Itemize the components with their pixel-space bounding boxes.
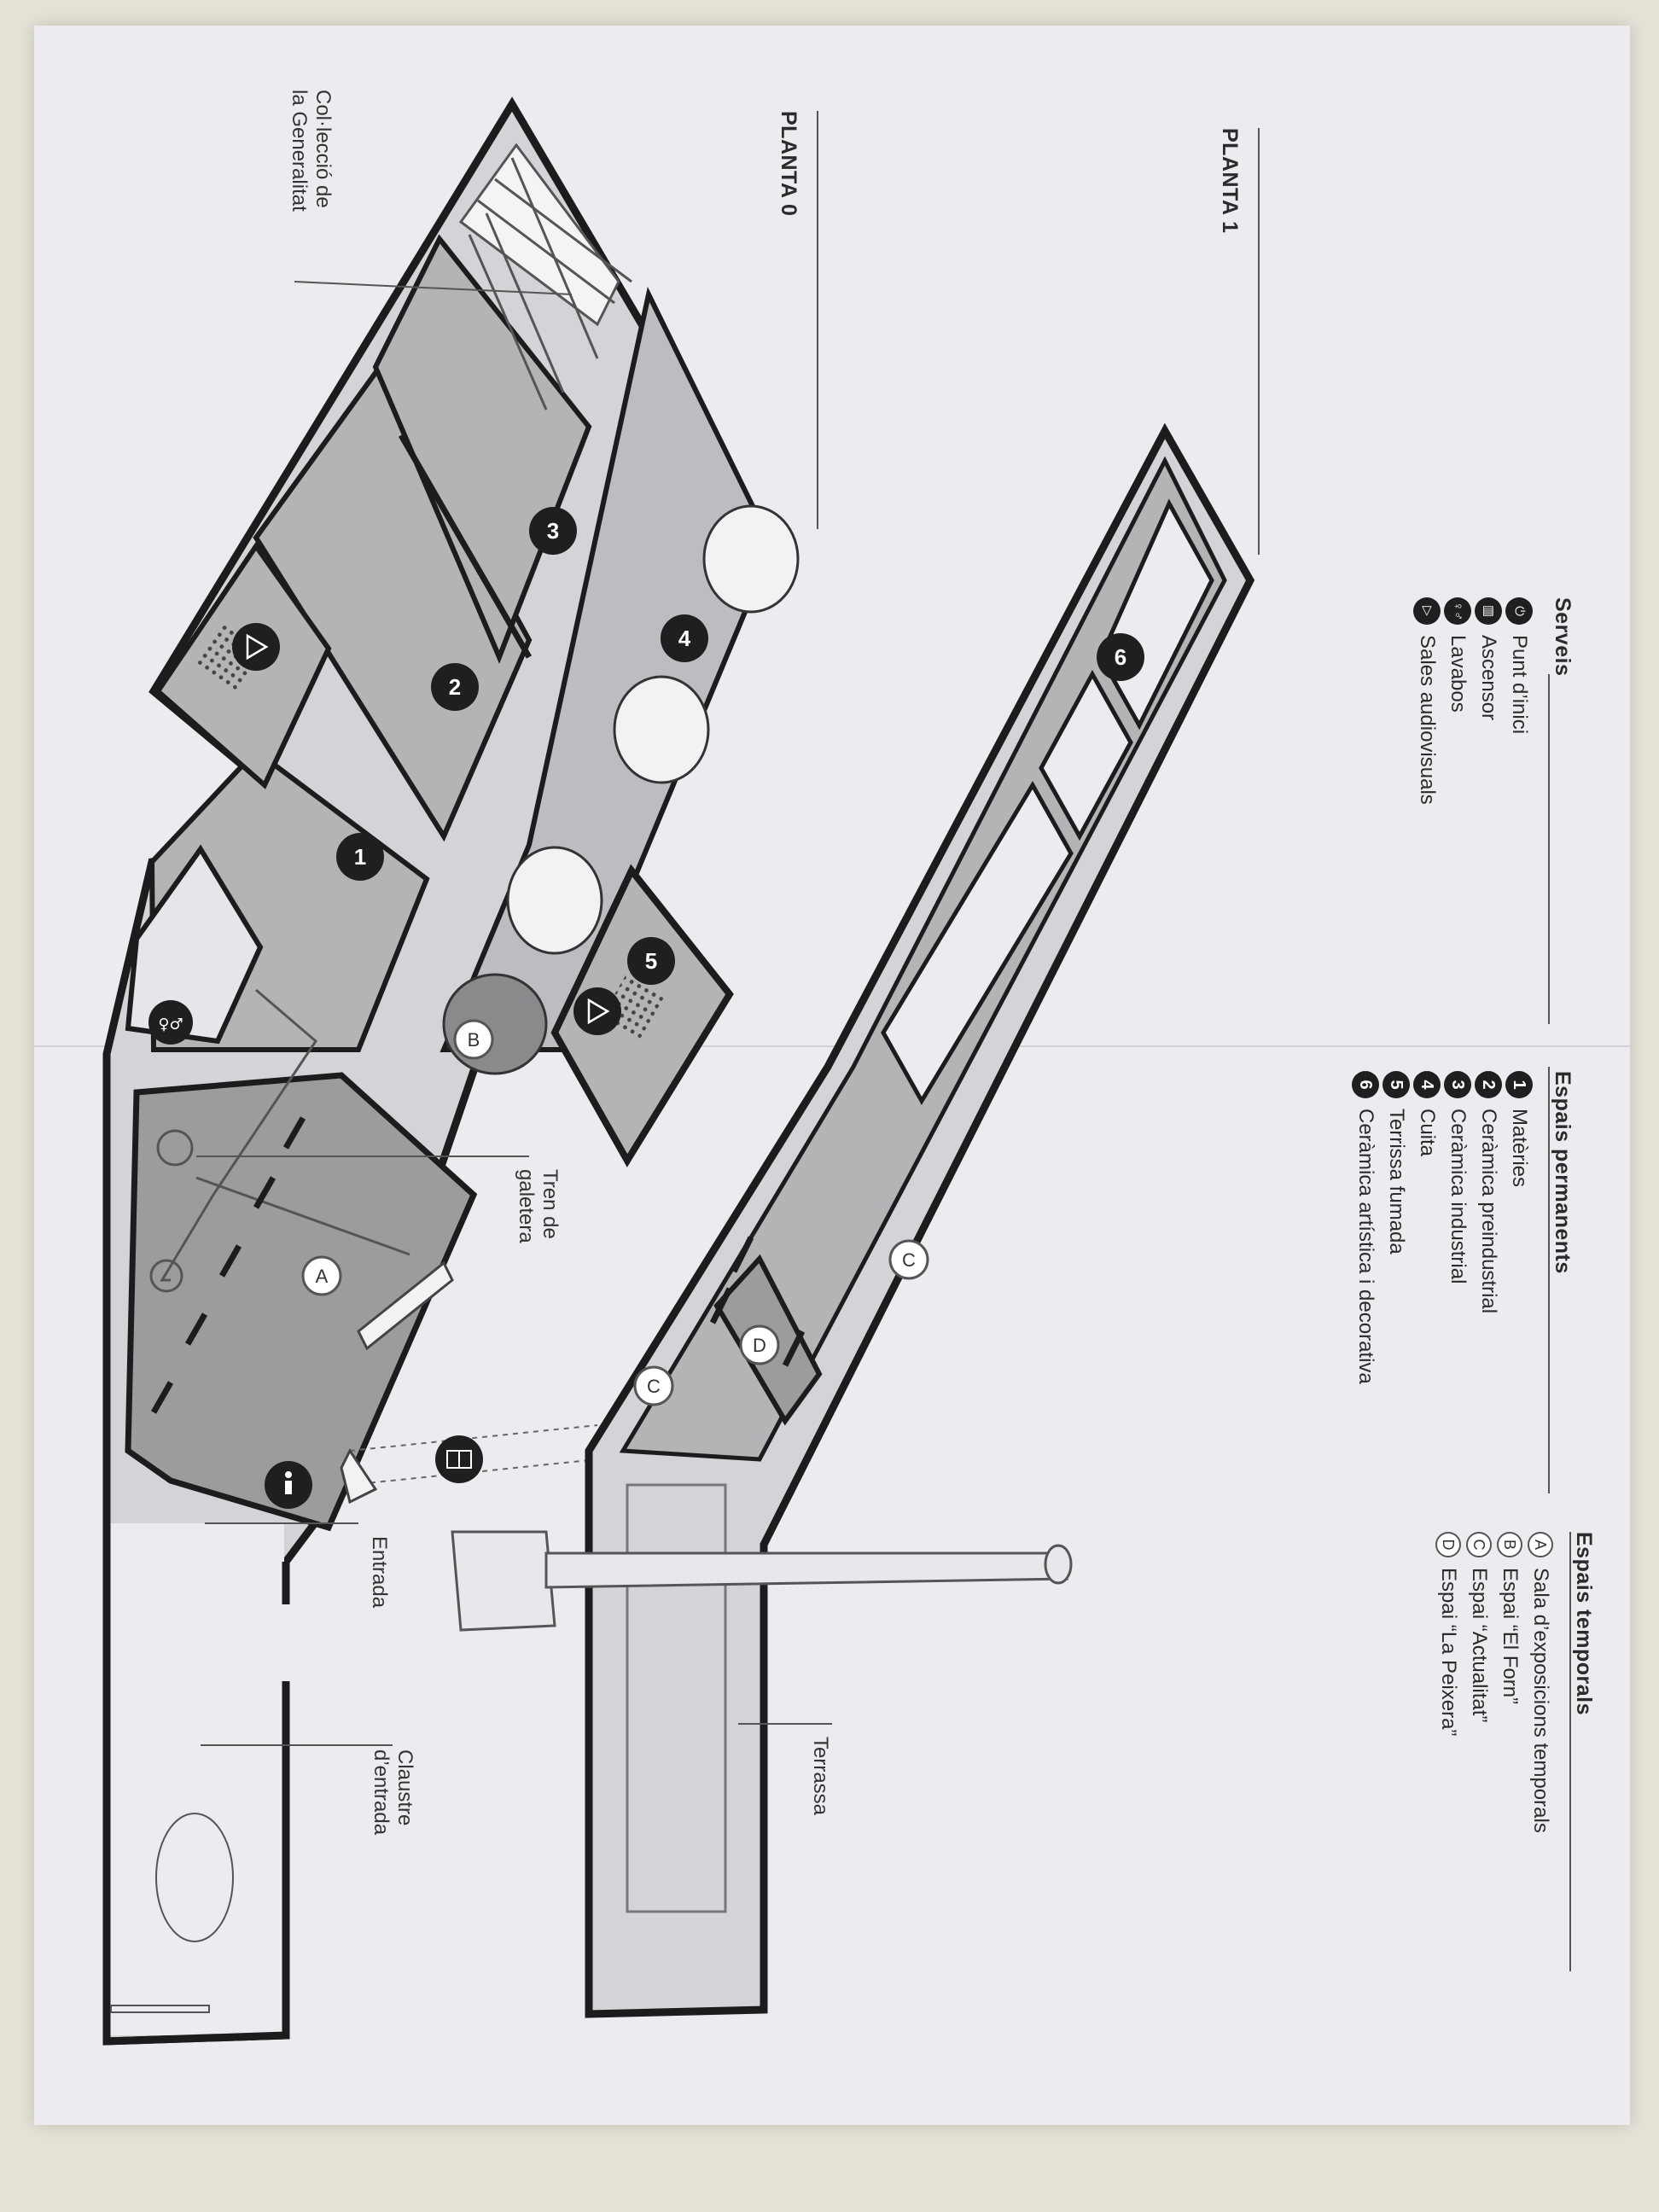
svg-text:3: 3 xyxy=(547,518,559,544)
marker-space-B: B xyxy=(453,1019,494,1060)
floor-0-heading: PLANTA 0 xyxy=(777,111,800,217)
marker-room-2: 2 xyxy=(431,663,479,711)
svg-text:C: C xyxy=(902,1249,916,1271)
floor-1-walls xyxy=(709,1236,806,1367)
legend-elevator: ▥Ascensor xyxy=(1473,597,1504,805)
marker-space-A: A xyxy=(301,1255,342,1296)
marker-space-C-lower: C xyxy=(633,1365,674,1406)
svg-text:1: 1 xyxy=(354,844,366,870)
legend-start-point: ⏻Punt d’inici xyxy=(1504,597,1534,805)
entrance-label: Entrada xyxy=(368,1536,391,1609)
audiovisual-icon xyxy=(232,623,280,671)
svg-text:A: A xyxy=(316,1266,329,1287)
train-label: Tren de galetera xyxy=(515,1169,562,1243)
floor-1-plan xyxy=(451,422,1255,2018)
restroom-icon: ♀♂ xyxy=(148,1000,193,1045)
room-3-area xyxy=(372,234,592,664)
temporary-title: Espais temporals xyxy=(1572,1532,1596,1716)
svg-text:♀♂: ♀♂ xyxy=(158,1016,183,1033)
svg-text:5: 5 xyxy=(645,948,657,974)
elevator-icon: ▥ xyxy=(1475,597,1502,625)
collection-label: Col·lecció de la Generalitat xyxy=(288,90,335,212)
cloister-area xyxy=(109,1523,284,2035)
legend-audiovisual: ▷Sales audiovisuals xyxy=(1412,597,1442,805)
kilns xyxy=(442,504,800,1075)
legend-restrooms: ♀♂Lavabos xyxy=(1442,597,1473,805)
floor-1-heading: PLANTA 1 xyxy=(1218,128,1242,234)
start-point-icon xyxy=(265,1461,312,1509)
paper-fold xyxy=(34,1045,1630,1047)
marker-room-4: 4 xyxy=(661,614,708,662)
svg-text:C: C xyxy=(647,1376,661,1397)
cloister-fountain xyxy=(155,1813,234,1942)
svg-text:B: B xyxy=(468,1029,480,1051)
marker-room-1: 1 xyxy=(336,833,384,881)
restroom-icon: ♀♂ xyxy=(1444,597,1471,625)
terrace-area xyxy=(626,1483,727,1913)
room-A-area xyxy=(125,1072,478,1532)
svg-text:2: 2 xyxy=(449,674,461,700)
svg-text:4: 4 xyxy=(678,626,691,651)
audiovisual-icon xyxy=(573,987,621,1035)
audiovisual-icon: ▷ xyxy=(1413,597,1441,625)
elevator-icon xyxy=(435,1435,483,1483)
leader-lines xyxy=(196,281,832,1746)
marker-room-6: 6 xyxy=(1097,633,1144,681)
map-markers: 1 2 3 4 5 6 A B C C D xyxy=(301,507,1144,1406)
terrace-label: Terrassa xyxy=(809,1737,832,1816)
svg-text:D: D xyxy=(753,1335,766,1356)
marker-room-5: 5 xyxy=(627,937,675,985)
collection-shelves xyxy=(458,143,632,410)
permanent-title: Espais permanents xyxy=(1551,1071,1575,1274)
marker-space-D: D xyxy=(739,1324,780,1365)
svg-text:6: 6 xyxy=(1115,644,1126,670)
cloister-label: Claustre d’entrada xyxy=(370,1749,416,1836)
start-point-icon: ⏻ xyxy=(1505,597,1533,625)
section-rules xyxy=(817,111,1571,1971)
train-sketch xyxy=(149,988,410,1293)
marker-room-3: 3 xyxy=(529,507,577,555)
services-title: Serveis xyxy=(1551,597,1575,677)
services-legend: Serveis ⏻Punt d’inici ▥Ascensor ♀♂Lavabo… xyxy=(1412,597,1575,805)
map-service-icons: ♀♂ xyxy=(148,623,621,1509)
chimney xyxy=(451,1530,1073,1632)
interior-walls xyxy=(150,434,533,1414)
marker-space-C-upper: C xyxy=(888,1239,929,1280)
cloister-steps xyxy=(110,2005,210,2013)
floor-0-plan xyxy=(102,96,1069,2046)
